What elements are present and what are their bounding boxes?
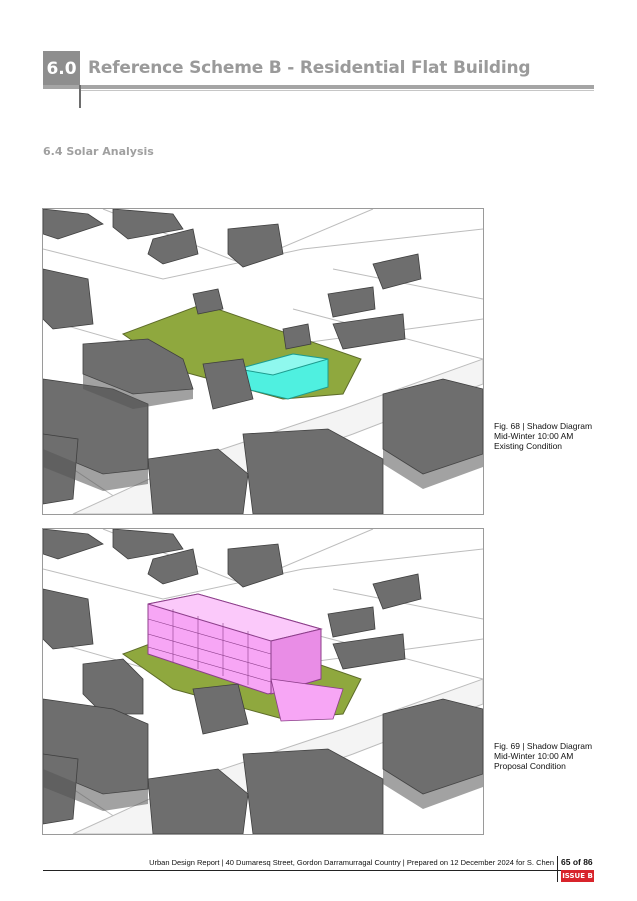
issue-badge: ISSUE B [561,870,594,882]
shadow-diagram-proposal-drawing [43,529,483,834]
header-rule-vertical [79,85,81,108]
footer-text: Urban Design Report | 40 Dumaresq Street… [149,858,554,867]
caption-line: Fig. 68 | Shadow Diagram [494,421,593,431]
caption-line: Mid-Winter 10:00 AM [494,751,574,761]
shadow-diagram-existing [42,208,484,515]
page-number: 65 of 86 [561,857,593,867]
shadow-diagram-proposal [42,528,484,835]
caption-line: Existing Condition [494,441,563,451]
subsection-heading: 6.4 Solar Analysis [43,145,154,158]
caption-line: Mid-Winter 10:00 AM [494,431,574,441]
figure-69-caption: Fig. 69 | Shadow Diagram Mid-Winter 10:0… [494,741,624,771]
caption-line: Proposal Condition [494,761,566,771]
shadow-diagram-existing-drawing [43,209,483,514]
figure-68-caption: Fig. 68 | Shadow Diagram Mid-Winter 10:0… [494,421,624,451]
header-rule [43,85,594,89]
footer-rule [43,870,594,871]
header-rule-thin [80,90,594,91]
section-number: 6.0 [43,51,80,87]
footer-separator [557,856,558,882]
caption-line: Fig. 69 | Shadow Diagram [494,741,593,751]
section-title: Reference Scheme B - Residential Flat Bu… [88,58,531,78]
